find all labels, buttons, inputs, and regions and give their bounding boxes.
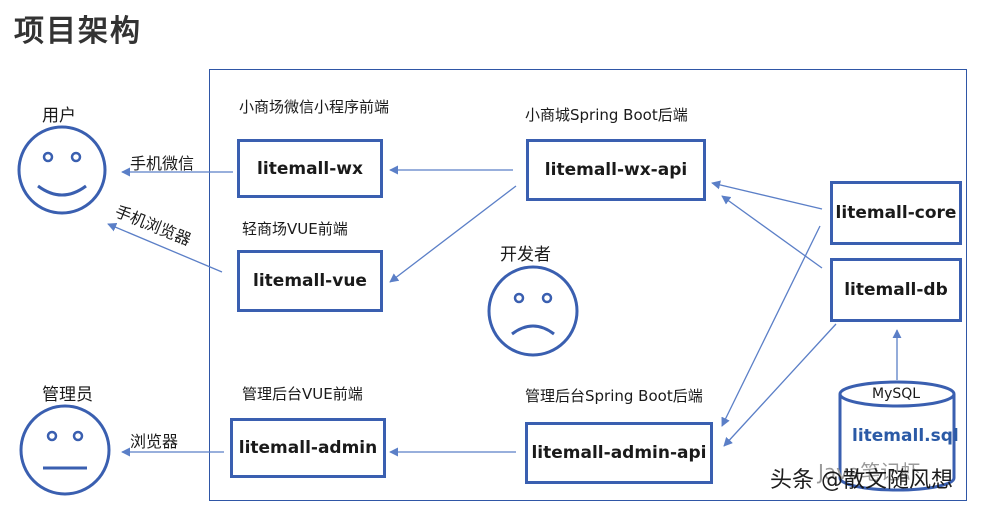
user-face-icon	[17, 125, 107, 215]
system-frame	[209, 69, 967, 501]
developer-label: 开发者	[500, 245, 551, 265]
edge-label-browser: 浏览器	[130, 432, 179, 451]
box-litemall-admin-api-label: litemall-admin-api	[531, 443, 707, 463]
box-litemall-wx-label: litemall-wx	[257, 158, 363, 179]
box-litemall-vue: litemall-vue	[237, 250, 383, 312]
caption-vue: 轻商场VUE前端	[242, 220, 348, 238]
box-litemall-admin: litemall-admin	[230, 418, 386, 478]
edge-label-wechat: 手机微信	[130, 154, 195, 173]
watermark-ghost: Java笔记虾	[818, 460, 921, 484]
box-litemall-admin-api: litemall-admin-api	[525, 422, 713, 484]
box-litemall-wx-api-label: litemall-wx-api	[544, 160, 688, 180]
arrow-core-to-adminapi	[721, 225, 821, 427]
box-litemall-wx: litemall-wx	[237, 139, 383, 198]
developer-face-icon	[487, 265, 579, 357]
box-litemall-db-label: litemall-db	[844, 280, 948, 300]
mysql-label: MySQL	[872, 386, 921, 402]
box-litemall-core-label: litemall-core	[835, 203, 957, 223]
arrow-core-to-wxapi	[711, 180, 823, 210]
watermark: 头条 @散文随风想	[770, 468, 953, 493]
box-litemall-wx-api: litemall-wx-api	[526, 139, 706, 201]
box-litemall-admin-label: litemall-admin	[238, 438, 378, 458]
box-litemall-vue-label: litemall-vue	[253, 271, 367, 291]
caption-wx-api: 小商城Spring Boot后端	[525, 106, 688, 124]
arrow-db-to-adminapi	[723, 323, 837, 447]
caption-admin-api: 管理后台Spring Boot后端	[525, 387, 703, 405]
caption-wx: 小商场微信小程序前端	[239, 98, 390, 116]
mysql-sql-file-label: litemall.sql	[852, 426, 959, 446]
user-label: 用户	[42, 106, 76, 126]
box-litemall-core: litemall-core	[830, 181, 962, 245]
arrow-db-to-wxapi	[721, 195, 823, 269]
arrow-vue-to-user	[107, 222, 223, 273]
box-litemall-db: litemall-db	[830, 258, 962, 322]
admin-label: 管理员	[42, 385, 93, 405]
caption-admin: 管理后台VUE前端	[242, 385, 363, 403]
page-title: 项目架构	[14, 14, 142, 49]
arrow-wxapi-to-vue	[389, 185, 517, 283]
mysql-database-icon	[838, 380, 956, 492]
admin-face-icon	[19, 404, 111, 496]
